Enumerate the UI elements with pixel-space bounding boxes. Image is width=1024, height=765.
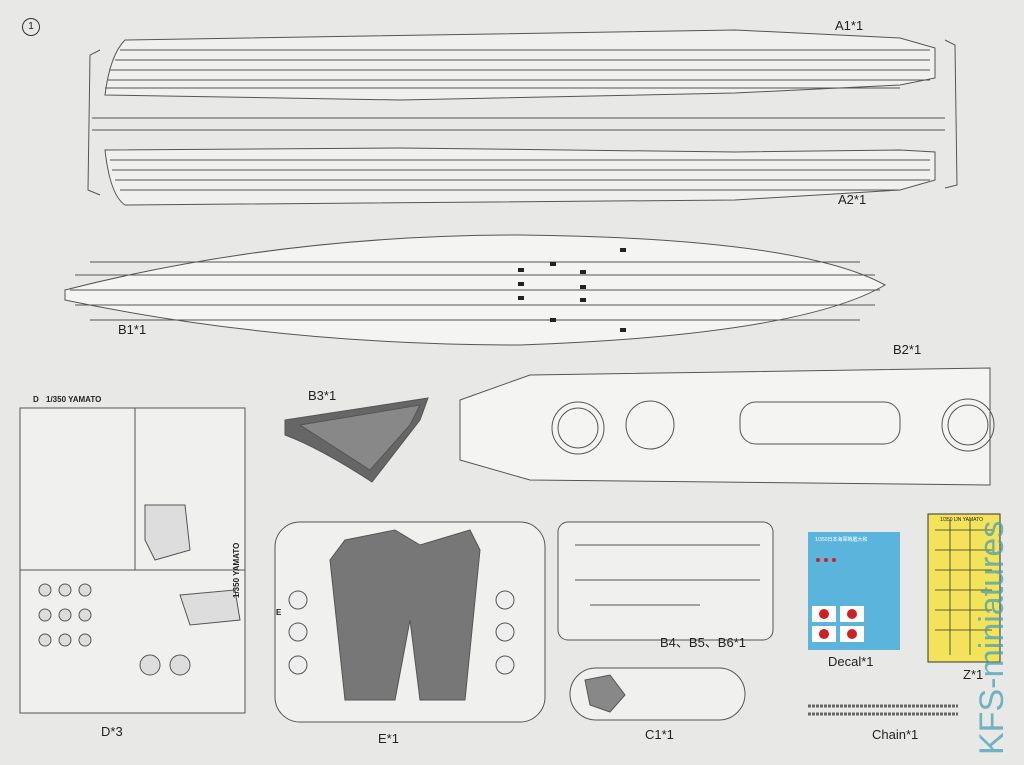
decal-sheet-title: 1/350日本海軍戦艦大和 (815, 537, 868, 543)
part-c1-superstructure (569, 667, 746, 721)
part-label-e: E*1 (378, 731, 399, 746)
sprue-b456-frame (557, 521, 774, 641)
part-label-a1: A1*1 (835, 18, 864, 33)
part-b1-main-deck (64, 234, 887, 346)
decal-sheet (808, 532, 900, 650)
photo-etch-fret-z (927, 513, 1001, 663)
part-label-d: D*3 (101, 724, 123, 739)
sprue-d-frame (19, 407, 246, 714)
part-a1-hull-half (104, 29, 936, 101)
step-number-badge: 1 (22, 18, 40, 36)
part-label-c1: C1*1 (645, 727, 674, 742)
sprue-e-letter: E (276, 608, 282, 617)
sprue-e-frame (274, 521, 546, 723)
part-label-b3: B3*1 (308, 388, 337, 403)
part-b2-forecastle-deck (459, 367, 995, 486)
part-label-chain: Chain*1 (872, 727, 919, 742)
part-label-b2: B2*1 (893, 342, 922, 357)
sprue-e-runner-label: 1/350 YAMATO (232, 542, 241, 598)
sprue-d-runner-label: 1/350 YAMATO (46, 395, 102, 404)
part-label-z: Z*1 (963, 667, 984, 682)
sprue-d-letter: D (33, 395, 39, 404)
watermark-text: KFS-miniatures (973, 521, 1011, 755)
part-a2-hull-half (104, 147, 936, 206)
watermark-logo: KFS-miniatures (973, 521, 1011, 755)
part-label-decal: Decal*1 (828, 654, 874, 669)
pe-fret-label: 1/350 IJN YAMATO (940, 517, 983, 523)
chain-parts (808, 704, 958, 716)
part-label-a2: A2*1 (838, 192, 867, 207)
part-b3-deck-section (284, 397, 429, 483)
part-label-b1: B1*1 (118, 322, 147, 337)
part-label-b456: B4、B5、B6*1 (660, 635, 746, 650)
